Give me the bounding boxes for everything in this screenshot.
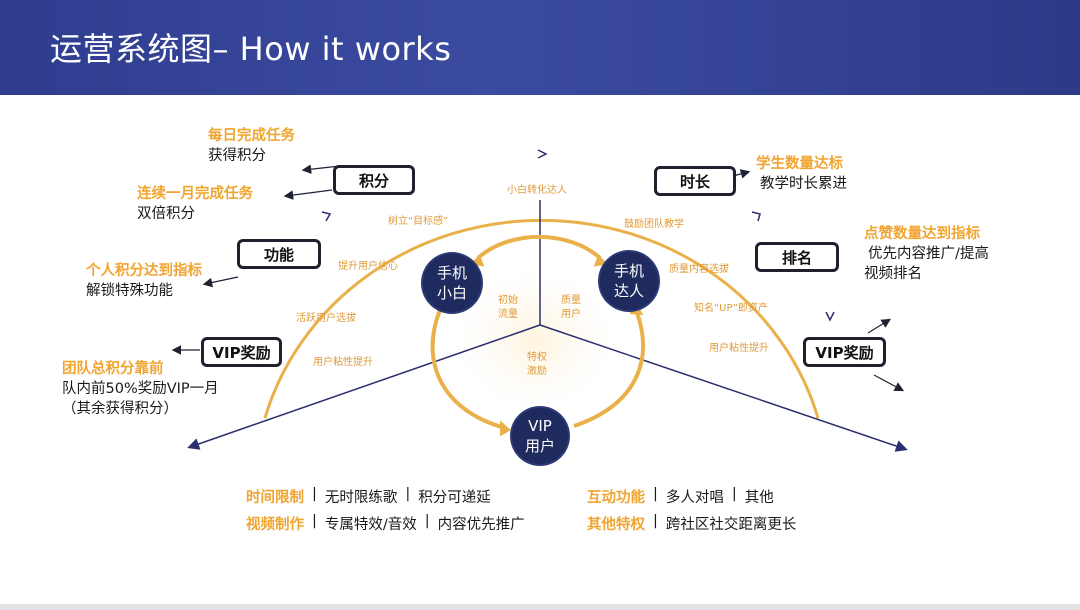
node-xiaobai: 手机小白 <box>423 254 481 312</box>
arc-label-right-3: 知名“UP”即资产 <box>694 303 768 314</box>
note-right-2-desc2: 视频排名 <box>864 266 922 282</box>
inner-arrow-bottom-icon <box>499 420 511 437</box>
separator: | <box>405 486 411 502</box>
arc-label-right-4: 用户粘性提升 <box>709 343 769 354</box>
arrow-vip-right-1 <box>867 318 892 334</box>
bottom-right-1-item-1: 多人对唱 <box>665 490 724 506</box>
bottom-right-2-key: 其他特权 <box>587 517 645 533</box>
arrow-jifen-2 <box>283 189 333 200</box>
arc-label-right-2: 质量内容选拔 <box>669 264 729 275</box>
bottom-left-1-item-2: 积分可递延 <box>418 490 491 506</box>
arc-arrow-right-icon <box>751 211 761 222</box>
bottom-strip <box>0 604 1080 610</box>
arc-arrow-left-icon <box>321 211 332 222</box>
axis-right <box>539 324 908 452</box>
note-left-2-desc: 双倍积分 <box>137 206 195 222</box>
separator: | <box>312 513 317 529</box>
bottom-left-2-item-2: 内容优先推广 <box>437 517 525 533</box>
arc-label-left-2: 提升用户信心 <box>338 261 398 272</box>
separator: | <box>653 486 658 502</box>
box-vip-right: VIP奖励 <box>803 337 886 367</box>
note-left-1-title: 每日完成任务 <box>208 128 295 144</box>
note-right-1-desc: 教学时长累进 <box>760 176 847 192</box>
separator: | <box>424 513 430 529</box>
arc-label-left-1: 树立“目标感” <box>388 216 449 227</box>
inner-label-bottom-1: 特权 <box>527 352 547 363</box>
note-left-3-title: 个人积分达到指标 <box>86 263 202 279</box>
separator: | <box>731 486 737 502</box>
box-gongneng: 功能 <box>237 239 321 269</box>
note-right-2-desc: 优先内容推广/提高 <box>868 246 989 262</box>
bottom-left-2-item-1: 专属特效/音效 <box>324 517 417 533</box>
note-left-3-desc: 解锁特殊功能 <box>86 283 173 299</box>
note-right-2-title: 点赞数量达到指标 <box>864 226 980 242</box>
inner-label-right-2: 用户 <box>561 309 581 320</box>
arc-label-right-1: 鼓励团队教学 <box>624 219 684 230</box>
note-left-4-desc2: （其余获得积分） <box>62 401 178 417</box>
outer-arc <box>263 218 820 419</box>
bottom-right-2-item-1: 跨社区社交距离更长 <box>665 517 797 533</box>
arc-arrow-right2-icon <box>825 311 835 322</box>
bottom-left-1-key: 时间限制 <box>246 490 304 506</box>
bottom-right-row-2: 其他特权 | 跨社区社交距离更长 <box>587 513 796 534</box>
note-left-4-desc: 队内前50%奖励VIP一月 <box>62 381 219 397</box>
node-daren-line2: 达人 <box>613 282 644 300</box>
arc-arrow-icon <box>537 149 548 159</box>
bottom-left-2-key: 视频制作 <box>246 517 304 533</box>
inner-label-bottom: 特权 激励 <box>522 351 552 379</box>
page-title: 运营系统图– How it works <box>50 30 452 68</box>
bottom-left-row-2: 视频制作 | 专属特效/音效 | 内容优先推广 <box>246 513 525 534</box>
inner-arc-top <box>476 234 602 260</box>
arc-label-left-4: 用户粘性提升 <box>313 357 373 368</box>
center-glow <box>445 260 625 420</box>
inner-label-bottom-2: 激励 <box>527 366 547 377</box>
arc-label-top: 小白转化达人 <box>507 185 567 196</box>
node-daren-line1: 手机 <box>613 262 644 280</box>
box-jifen: 积分 <box>333 165 415 195</box>
note-left-4-title: 团队总积分靠前 <box>62 361 164 377</box>
bottom-left-row-1: 时间限制 | 无时限练歌 | 积分可递延 <box>246 486 491 507</box>
arc-label-left-3: 活跃用户选拔 <box>296 313 356 324</box>
node-xiaobai-line2: 小白 <box>436 284 467 302</box>
inner-label-left: 初始 流量 <box>493 294 523 322</box>
node-vip: VIP 用户 <box>512 408 568 464</box>
inner-label-left-2: 流量 <box>498 309 518 320</box>
axis-left <box>187 324 541 450</box>
note-right-1-title: 学生数量达标 <box>756 156 843 172</box>
node-daren: 手机达人 <box>600 252 658 310</box>
arrow-gongneng <box>202 276 239 288</box>
box-paiming: 排名 <box>755 242 839 272</box>
header-bar: 运营系统图– How it works <box>0 0 1080 95</box>
inner-label-right: 质量 用户 <box>556 294 586 322</box>
box-vip-left: VIP奖励 <box>201 337 282 367</box>
node-vip-line1: VIP <box>528 417 552 435</box>
box-shichang: 时长 <box>654 166 736 196</box>
node-xiaobai-line1: 手机 <box>436 264 467 282</box>
separator: | <box>653 513 658 529</box>
bottom-right-1-item-2: 其他 <box>744 490 774 506</box>
note-left-1-desc: 获得积分 <box>208 148 266 164</box>
note-left-2-title: 连续一月完成任务 <box>137 186 253 202</box>
inner-arc-right <box>573 309 646 428</box>
arrow-vip-right-2 <box>873 374 905 392</box>
inner-arc-left <box>430 309 506 430</box>
bottom-right-row-1: 互动功能 | 多人对唱 | 其他 <box>587 486 774 507</box>
bottom-right-1-key: 互动功能 <box>587 490 645 506</box>
bottom-left-1-item-1: 无时限练歌 <box>324 490 398 506</box>
inner-label-right-1: 质量 <box>561 295 581 306</box>
inner-label-left-1: 初始 <box>498 295 518 306</box>
separator: | <box>312 486 317 502</box>
node-vip-line2: 用户 <box>524 437 555 455</box>
